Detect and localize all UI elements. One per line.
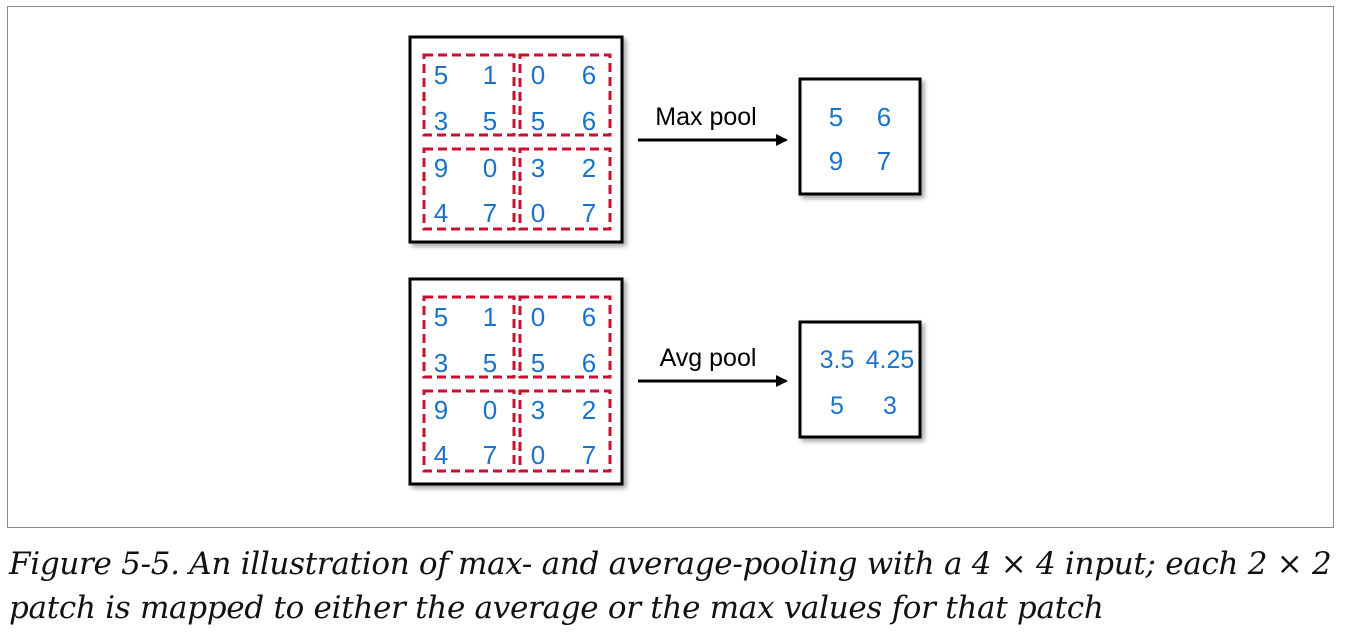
- avg-input-values: 5 1 0 6 3 5 5 6 9 0 3 2 4 7 0 7: [434, 302, 596, 470]
- avg-input-cell-2-2: 3: [531, 395, 545, 425]
- avg-input-cell-1-2: 5: [531, 348, 545, 378]
- max-pool-label: Max pool: [655, 103, 756, 131]
- max-patch-top-right: [518, 53, 612, 137]
- max-output-cell-1-0: 9: [829, 146, 843, 176]
- max-input-cell-1-1: 5: [483, 106, 497, 136]
- avg-input-cell-3-0: 4: [434, 440, 448, 470]
- avg-input-cell-1-1: 5: [483, 348, 497, 378]
- figure-frame: [7, 6, 1334, 528]
- avg-output-values: 3.5 4.25 5 3: [820, 346, 915, 420]
- max-input-cell-0-2: 0: [531, 60, 545, 90]
- avg-patch-bottom-left: [422, 389, 516, 473]
- avg-input-cell-0-0: 5: [434, 302, 448, 332]
- max-output-cell-0-1: 6: [877, 102, 891, 132]
- max-output-box: [798, 77, 922, 196]
- pooling-diagram: 5 1 0 6 3 5 5 6 9 0 3 2 4 7 0 7 Max pool 5 6 9 7 5 1 0 6 3 5 5 6 9…: [408, 35, 922, 486]
- max-input-cell-2-3: 2: [582, 153, 596, 183]
- max-input-cell-0-3: 6: [582, 60, 596, 90]
- max-patch-bottom-left: [422, 147, 516, 231]
- avg-input-cell-3-2: 0: [531, 440, 545, 470]
- max-input-cell-3-2: 0: [531, 198, 545, 228]
- max-input-cell-3-3: 7: [582, 198, 596, 228]
- avg-patch-bottom-right: [518, 389, 612, 473]
- max-output-values: 5 6 9 7: [829, 102, 891, 176]
- max-patch-bottom-right: [518, 147, 612, 231]
- avg-input-cell-2-1: 0: [483, 395, 497, 425]
- avg-input-cell-2-0: 9: [434, 395, 448, 425]
- avg-input-cell-3-1: 7: [483, 440, 497, 470]
- avg-input-cell-1-3: 6: [582, 348, 596, 378]
- caption-line-1: Figure 5-5. An illustration of max- and …: [9, 546, 1332, 582]
- avg-output-cell-0-0: 3.5: [820, 346, 855, 374]
- avg-input-box: [408, 277, 624, 486]
- max-input-cell-0-0: 5: [434, 60, 448, 90]
- avg-patch-top-right: [518, 295, 612, 379]
- max-patch-top-left: [422, 53, 516, 137]
- avg-input-cell-0-1: 1: [483, 302, 497, 332]
- avg-output-cell-1-0: 5: [830, 392, 844, 420]
- max-input-cell-0-1: 1: [483, 60, 497, 90]
- avg-input-cell-1-0: 3: [434, 348, 448, 378]
- avg-pool-label: Avg pool: [660, 344, 757, 372]
- max-input-cell-2-0: 9: [434, 153, 448, 183]
- max-input-cell-1-3: 6: [582, 106, 596, 136]
- max-pool-example: 5 1 0 6 3 5 5 6 9 0 3 2 4 7 0 7 Max pool 5 6 9 7: [408, 35, 922, 244]
- avg-input-cell-2-3: 2: [582, 395, 596, 425]
- figure-caption: Figure 5-5. An illustration of max- and …: [9, 542, 1339, 630]
- max-output-cell-0-0: 5: [829, 102, 843, 132]
- max-input-cell-1-2: 5: [531, 106, 545, 136]
- caption-line-2: patch is mapped to either the average or…: [9, 590, 1104, 626]
- avg-patch-top-left: [422, 295, 516, 379]
- max-input-box: [408, 35, 624, 244]
- avg-pool-example: 5 1 0 6 3 5 5 6 9 0 3 2 4 7 0 7 Avg pool 3.5 4.25 5 3: [408, 277, 922, 486]
- max-input-cell-2-2: 3: [531, 153, 545, 183]
- avg-output-cell-1-1: 3: [883, 392, 897, 420]
- avg-input-cell-0-2: 0: [531, 302, 545, 332]
- avg-output-cell-0-1: 4.25: [866, 346, 915, 374]
- max-output-cell-1-1: 7: [877, 146, 891, 176]
- avg-input-cell-0-3: 6: [582, 302, 596, 332]
- max-input-cell-1-0: 3: [434, 106, 448, 136]
- max-input-cell-3-0: 4: [434, 198, 448, 228]
- max-input-cell-2-1: 0: [483, 153, 497, 183]
- max-input-cell-3-1: 7: [483, 198, 497, 228]
- avg-input-cell-3-3: 7: [582, 440, 596, 470]
- avg-output-box: [798, 320, 922, 439]
- max-input-values: 5 1 0 6 3 5 5 6 9 0 3 2 4 7 0 7: [434, 60, 596, 228]
